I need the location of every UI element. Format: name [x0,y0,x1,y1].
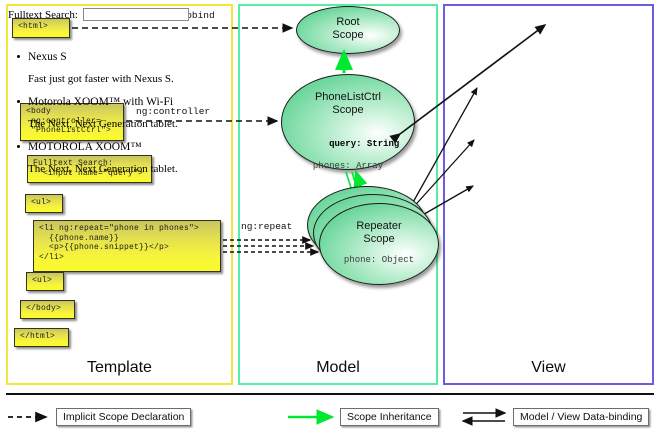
code-box-html-open: <html> [12,18,70,38]
column-label-model: Model [316,359,360,376]
column-label-view: View [531,359,566,376]
edge-label-ng-repeat: ng:repeat [241,221,293,232]
view-search-row: Fulltext Search: [8,8,204,21]
list-item: Motorola XOOM™ with Wi-Fi The Next, Next… [8,95,204,131]
phone-name: Motorola XOOM™ with Wi-Fi [8,95,204,109]
legend-item-implicit-scope-declaration: Implicit Scope Declaration [56,408,192,426]
code-box-ul-open: <ul> [25,194,63,213]
root-scope-ellipse: Root Scope [296,6,400,54]
legend-item-scope-inheritance: Scope Inheritance [340,408,439,426]
view-search-input[interactable] [82,8,189,21]
view-search-label: Fulltext Search: [8,8,78,21]
list-item: Nexus S Fast just got faster with Nexus … [8,50,204,86]
view-phone-list: Nexus S Fast just got faster with Nexus … [8,50,204,176]
code-box-li-repeat: <li ng:repeat="phone in phones"> {{phone… [33,220,221,272]
phonelistctrl-scope-prop-phones: phones: Array [312,161,384,171]
phone-snippet: The Next, Next Generation tablet. [28,118,178,130]
column-label-template: Template [87,359,152,376]
code-box-ul-close: <ul> [26,272,64,291]
phone-name: MOTOROLA XOOM™ [8,140,204,154]
code-box-body-open: <body ng:controller= "PhoneListCtrl"> [20,103,124,141]
phone-name: Nexus S [8,50,204,64]
legend-item-model-view-data-binding: Model / View Data-binding [513,408,650,426]
phonelistctrl-scope-label: PhoneListCtrl Scope [314,91,382,116]
phonelistctrl-scope-prop-query: query: String [329,139,400,149]
code-box-body-close: </body> [20,300,75,319]
code-box-fulltext-search: Fulltext Search: <input name="query"> [27,155,152,183]
repeater-scope-prop-phone: phone: Object [343,255,415,265]
legend-label-scope-inheritance: Scope Inheritance [340,408,439,426]
column-view: View [443,4,654,385]
code-box-html-close: </html> [14,328,69,347]
phone-snippet: Fast just got faster with Nexus S. [28,73,174,85]
legend-divider [6,393,654,395]
repeater-scope-label: Repeater Scope [356,220,402,245]
root-scope-label: Root Scope [332,16,364,41]
view-rendered-page: Fulltext Search: Nexus S Fast just got f… [8,8,204,176]
repeater-scope-ellipse: Repeater Scope phone: Object [319,203,439,285]
legend-label-implicit-scope-declaration: Implicit Scope Declaration [56,408,192,426]
legend-label-model-view-data-binding: Model / View Data-binding [513,408,650,426]
edge-label-ng-controller: ng:controller [136,106,211,117]
phone-snippet: The Next, Next Generation tablet. [28,163,178,175]
legend: Implicit Scope Declaration Scope Inherit… [0,400,660,435]
phonelistctrl-scope-ellipse: PhoneListCtrl Scope query: String phones… [281,74,415,171]
list-item: MOTOROLA XOOM™ The Next, Next Generation… [8,140,204,176]
